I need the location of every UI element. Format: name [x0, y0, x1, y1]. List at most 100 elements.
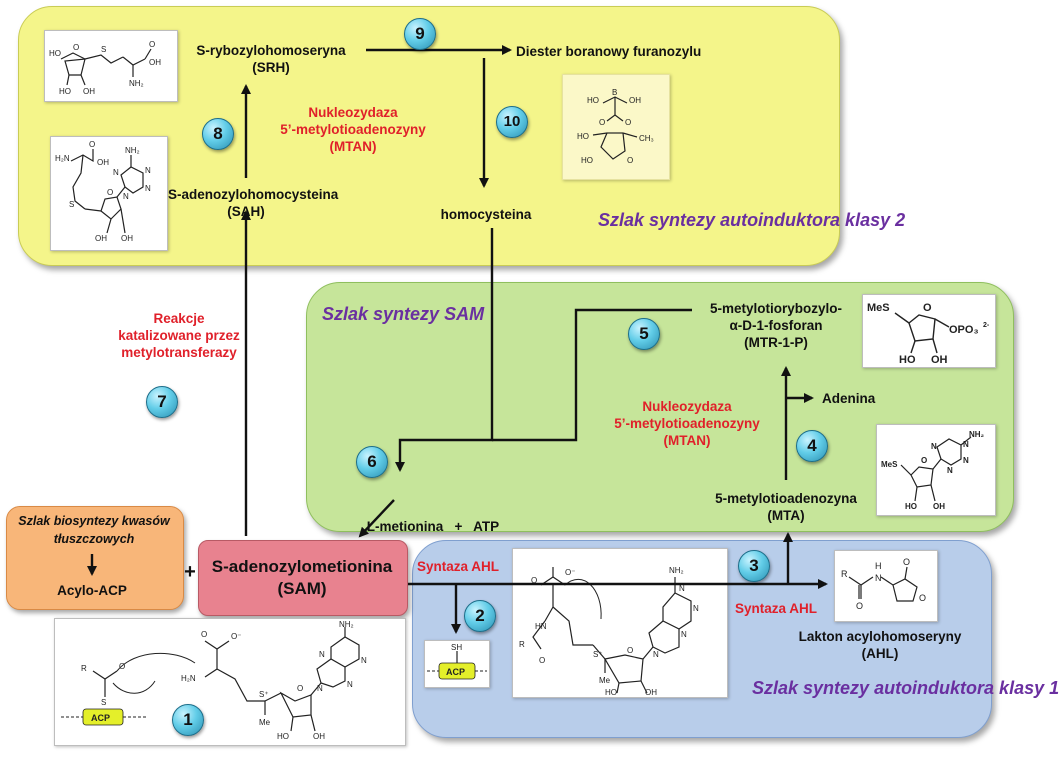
plus-sign: +	[184, 561, 196, 583]
mta-label: 5-metylotioadenozyna(MTA)	[715, 491, 857, 523]
srh-label: S	[101, 45, 106, 54]
sam-label: OH	[313, 732, 325, 741]
sam-label: S⁺	[259, 690, 269, 699]
mtr-label: MeS	[867, 302, 890, 314]
borate-label: B	[612, 88, 617, 97]
sam-label: HO	[277, 732, 289, 741]
step-badge: 7	[146, 386, 178, 418]
homocysteine-label: homocysteina	[440, 207, 532, 222]
acyl-acp-label: Acylo-ACP	[57, 583, 127, 598]
sah-label: N	[145, 166, 151, 175]
acp-label: ACP	[446, 667, 465, 677]
ahl-synthase-label-1: Syntaza AHL	[416, 559, 499, 574]
inter-label: NH₂	[669, 566, 684, 575]
step-badge: 4	[796, 430, 828, 462]
fatty-acid-title: Szlak biosyntezy kwasów tłuszczowych	[18, 514, 170, 546]
sam-label: R	[81, 664, 87, 673]
lmet-atp-label: L-metionina + ATP	[366, 519, 500, 534]
step-badge: 2	[464, 600, 496, 632]
sam-label: S-adenozylometionina(SAM)	[211, 557, 393, 598]
srh-label: OH	[149, 58, 161, 67]
sah-label: N	[145, 184, 151, 193]
sam-label: NH₂	[339, 620, 354, 629]
borate-label: O	[625, 118, 631, 127]
inter-label: N	[681, 630, 687, 639]
intermediate-structure: NH₂ O O⁻ HN R O S⁺ Me O N N N N HO OH	[512, 548, 728, 698]
sam-label: N	[361, 656, 367, 665]
fatty-acid-panel	[6, 506, 184, 610]
step-badge: 6	[356, 446, 388, 478]
mta-label: N	[931, 442, 937, 451]
inter-label: O	[531, 576, 537, 585]
sam-pathway-title: Szlak syntezy SAM	[322, 304, 485, 324]
ai2-pathway-title: Szlak syntezy autoinduktora klasy 2	[598, 210, 906, 230]
mta-label: O	[921, 456, 927, 465]
mtr-label: OH	[931, 354, 948, 366]
sam-label: H₂N	[181, 674, 196, 683]
step-badge: 3	[738, 550, 770, 582]
sam-label: N	[319, 650, 325, 659]
inter-label: HO	[605, 688, 617, 697]
ahl-label: O	[856, 601, 863, 611]
sah-structure: H₂N O OH NH₂ N N N N S O OH OH	[50, 136, 168, 251]
borate-label: CH₃	[639, 134, 654, 143]
ahl-label: H	[875, 561, 882, 571]
inter-label: N	[679, 584, 685, 593]
mta-label: MeS	[881, 460, 898, 469]
sah-label: OH	[121, 234, 133, 243]
mtr-label: 5-metylotiorybozylo-α-D-1-fosforan(MTR-1…	[709, 301, 842, 350]
ahl-structure: R H N O O O	[834, 550, 938, 622]
ahl-label: Lakton acylohomoseryny(AHL)	[798, 629, 962, 661]
mtr-label: 2-	[983, 322, 990, 329]
mta-label: HO	[905, 502, 917, 511]
acp-label: SH	[451, 643, 462, 652]
sam-label: S	[101, 698, 106, 707]
sam-label: O	[297, 684, 303, 693]
srh-label: HO	[59, 87, 71, 96]
srh-label: HO	[49, 49, 61, 58]
mta-label: N	[963, 440, 969, 449]
sam-label: O⁻	[231, 632, 241, 641]
srh-label: OH	[83, 87, 95, 96]
sah-label: S	[69, 200, 74, 209]
step-badge: 10	[496, 106, 528, 138]
srh-label: S-rybozylohomoseryna(SRH)	[196, 43, 346, 75]
arrow-homocysteine-to-lmet	[395, 228, 494, 472]
arrow-lmet-to-sam	[358, 499, 395, 538]
step-badge: 5	[628, 318, 660, 350]
inter-label: R	[519, 640, 525, 649]
mta-label: N	[963, 456, 969, 465]
srh-label: NH₂	[129, 79, 144, 88]
sam-label: N	[347, 680, 353, 689]
borate-label: HO	[587, 96, 599, 105]
srh-structure: HO O S OH NH₂ O HO OH	[44, 30, 178, 102]
borate-label: OH	[629, 96, 641, 105]
sam-acyl-acp-structure: O O⁻ R O S ACP H₂N S⁺ Me O NH₂ N N N N H…	[54, 618, 406, 746]
mtr-label: O	[923, 302, 932, 314]
mtr-label: HO	[899, 354, 916, 366]
ahl-label: N	[875, 573, 882, 583]
sam-box	[198, 540, 408, 616]
ahl-label: R	[841, 569, 848, 579]
ahl-synthase-label-2: Syntaza AHL	[734, 601, 817, 616]
inter-label: O	[627, 646, 633, 655]
acp-thiol-structure: SH ACP	[424, 640, 490, 688]
inter-label: O⁻	[565, 568, 575, 577]
srh-label: O	[149, 40, 155, 49]
sah-label: H₂N	[55, 154, 70, 163]
sam-label: O	[119, 662, 125, 671]
ahl-label: O	[919, 593, 926, 603]
inter-label: O	[539, 656, 545, 665]
step-badge: 9	[404, 18, 436, 50]
sam-label: O	[201, 630, 207, 639]
ahl-label: O	[903, 557, 910, 567]
sah-label: OH	[97, 158, 109, 167]
srh-label: O	[73, 43, 79, 52]
adenine-label: Adenina	[822, 391, 876, 406]
sam-label: Me	[259, 718, 271, 727]
reaction-arrows	[87, 45, 828, 634]
inter-label: N	[693, 604, 699, 613]
